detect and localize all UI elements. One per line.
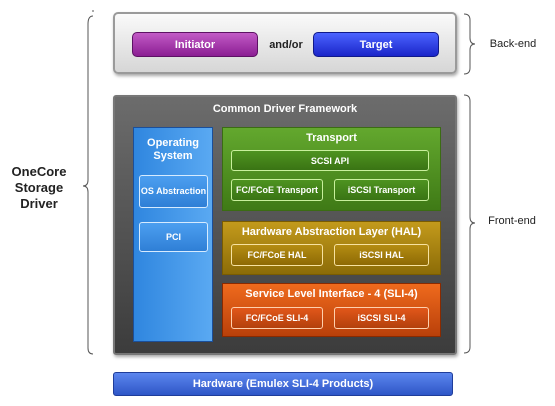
- iscsi-hal-box: iSCSI HAL: [334, 244, 429, 266]
- hardware-bar: Hardware (Emulex SLI-4 Products): [113, 372, 453, 396]
- onecore-storage-driver-label: OneCore Storage Driver: [11, 164, 67, 211]
- fc-fcoe-transport-box: FC/FCoE Transport: [231, 179, 323, 201]
- hal-title: Hardware Abstraction Layer (HAL): [241, 226, 422, 238]
- initiator-box: Initiator: [132, 32, 258, 57]
- iscsi-transport-box: iSCSI Transport: [334, 179, 429, 201]
- target-box: Target: [313, 32, 439, 57]
- backend-label: Back-end: [489, 38, 537, 50]
- sli-4-title: Service Level Interface - 4 (SLI-4): [245, 288, 418, 300]
- scsi-api-box: SCSI API: [231, 150, 429, 171]
- driver-brace: [82, 10, 94, 355]
- pci-box: PCI: [139, 222, 208, 252]
- fc-fcoe-sli-4-box: FC/FCoE SLI-4: [231, 307, 323, 329]
- transport-title: Transport: [306, 132, 357, 144]
- iscsi-sli-4-box: iSCSI SLI-4: [334, 307, 429, 329]
- backend-brace: [463, 13, 476, 75]
- frontend-brace: [463, 94, 476, 354]
- os-abstraction-box: OS Abstraction: [139, 175, 208, 208]
- fc-fcoe-hal-box: FC/FCoE HAL: [231, 244, 323, 266]
- operating-system-title: Operating System: [147, 137, 199, 162]
- and-or-label: and/or: [269, 38, 303, 51]
- common-driver-framework-title: Common Driver Framework: [212, 103, 358, 115]
- frontend-label: Front-end: [488, 215, 536, 227]
